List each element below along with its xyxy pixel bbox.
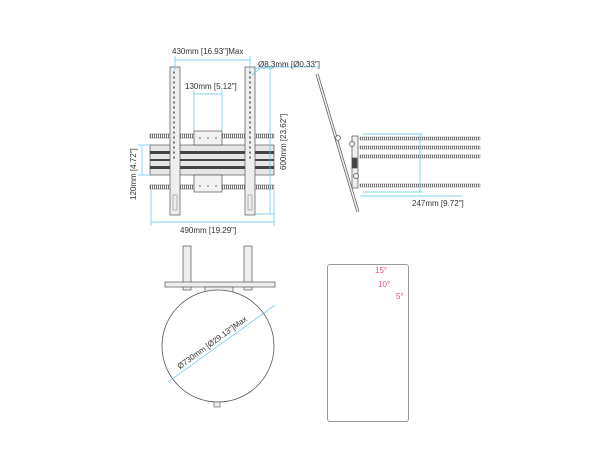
vertical-arms [169,66,256,216]
top-view [161,245,276,408]
hole-diameter-label: Ø8.3mm [Ø0.33"] [258,60,320,69]
width-max-label: 430mm [16.93"]Max [172,47,244,56]
front-dimensions [138,56,318,226]
front-view [138,56,318,226]
tilt-angle-10: 10° [378,280,391,289]
height-label: 600mm [23.62"] [279,113,288,170]
horizontal-rails [149,144,275,176]
tilt-angle-15: 15° [375,266,388,275]
tilt-angle-5: 5° [396,292,404,301]
tilt-bracket [335,135,359,189]
vesa-spacing-label: 130mm [5.12"] [185,82,237,91]
center-plates [193,130,223,193]
overall-width-label: 490mm [19.29"] [180,226,237,235]
tilt-angle-inset [327,264,409,422]
side-view [315,73,481,213]
depth-label: 247mm [9.72"] [412,199,464,208]
rail-spacing-label: 120mm [4.72"] [129,148,138,200]
